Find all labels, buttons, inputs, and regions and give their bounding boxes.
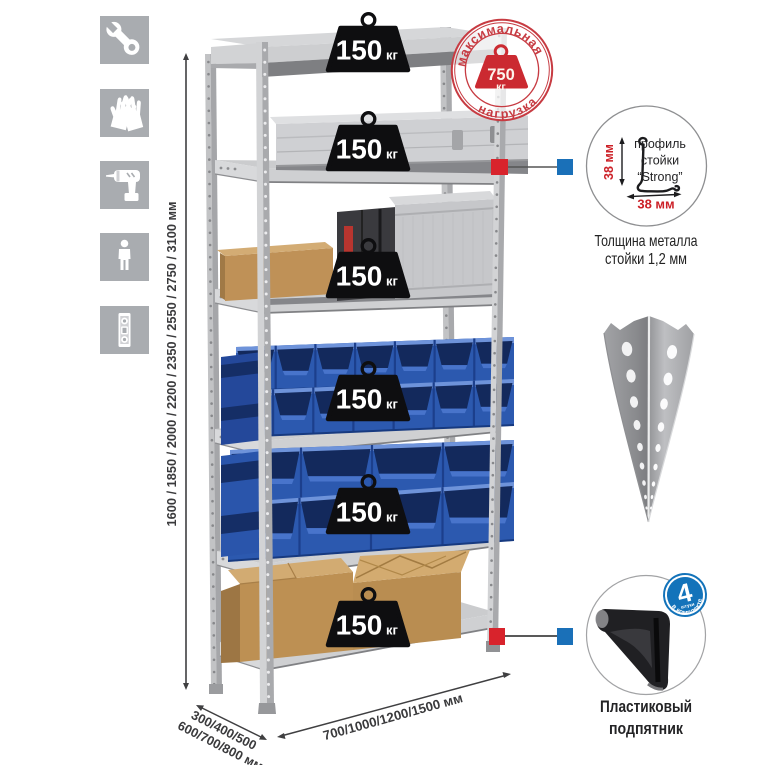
svg-text:стойки: стойки — [641, 154, 679, 168]
svg-text:Пластиковый: Пластиковый — [600, 698, 692, 716]
svg-text:подпятник: подпятник — [609, 720, 684, 738]
svg-text:кг: кг — [386, 623, 399, 638]
svg-text:150: 150 — [336, 134, 383, 165]
svg-text:38 мм: 38 мм — [602, 144, 616, 180]
svg-text:150: 150 — [336, 384, 383, 415]
svg-text:“Strong”: “Strong” — [637, 170, 682, 184]
svg-text:кг: кг — [496, 81, 506, 93]
svg-text:Толщина металла: Толщина металла — [595, 233, 698, 250]
svg-text:1600 / 1850 / 2000 / 2200 / 23: 1600 / 1850 / 2000 / 2200 / 2350 / 2550 … — [164, 202, 179, 527]
svg-text:150: 150 — [336, 497, 383, 528]
svg-text:профиль: профиль — [634, 137, 686, 151]
svg-text:кг: кг — [386, 274, 399, 289]
svg-text:штуки: штуки — [680, 602, 695, 610]
svg-text:150: 150 — [336, 35, 383, 66]
svg-text:150: 150 — [336, 610, 383, 641]
svg-text:стойки 1,2 мм: стойки 1,2 мм — [605, 251, 687, 268]
svg-text:750: 750 — [487, 66, 515, 84]
svg-text:кг: кг — [386, 48, 399, 63]
svg-text:кг: кг — [386, 397, 399, 412]
svg-text:38 мм: 38 мм — [637, 197, 674, 212]
svg-text:кг: кг — [386, 147, 399, 162]
svg-text:кг: кг — [386, 510, 399, 525]
svg-text:150: 150 — [336, 261, 383, 292]
